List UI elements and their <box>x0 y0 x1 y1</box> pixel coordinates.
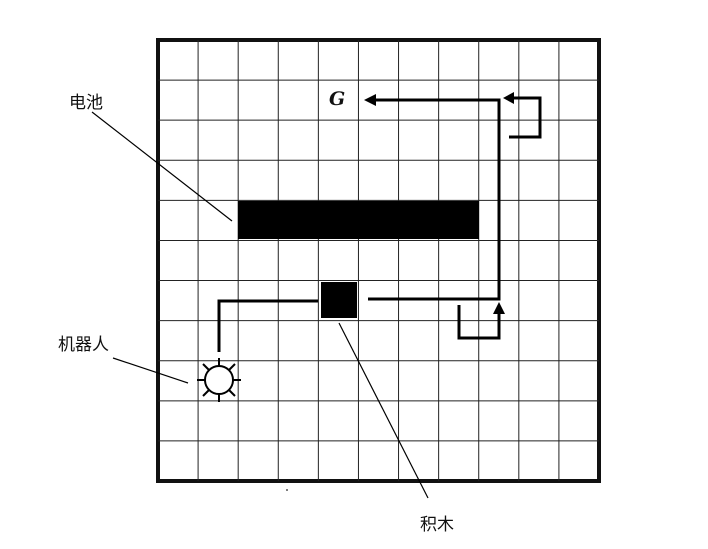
grid-frame <box>156 38 601 483</box>
battery-label: 电池 <box>69 93 103 113</box>
robot-label: 机器人 <box>58 335 109 355</box>
block-label: 积木 <box>420 515 454 535</box>
leader-block <box>338 322 429 499</box>
leader-battery <box>91 111 233 222</box>
path-robot-to-block <box>217 299 318 352</box>
goal-label: G <box>329 88 346 110</box>
robot-icon <box>197 358 241 402</box>
block-square <box>321 282 357 318</box>
leader-robot <box>112 357 189 384</box>
grid-lines <box>158 40 599 481</box>
arrowhead-goal <box>364 94 376 106</box>
battery-bar <box>238 201 479 239</box>
arrowhead-up <box>493 302 505 314</box>
path-block-to-goal <box>368 98 501 301</box>
arrowhead-upper-loop <box>503 92 514 104</box>
path-upper-loop <box>509 96 542 139</box>
stray-dot <box>286 489 288 491</box>
path-lower-loop <box>457 305 501 340</box>
